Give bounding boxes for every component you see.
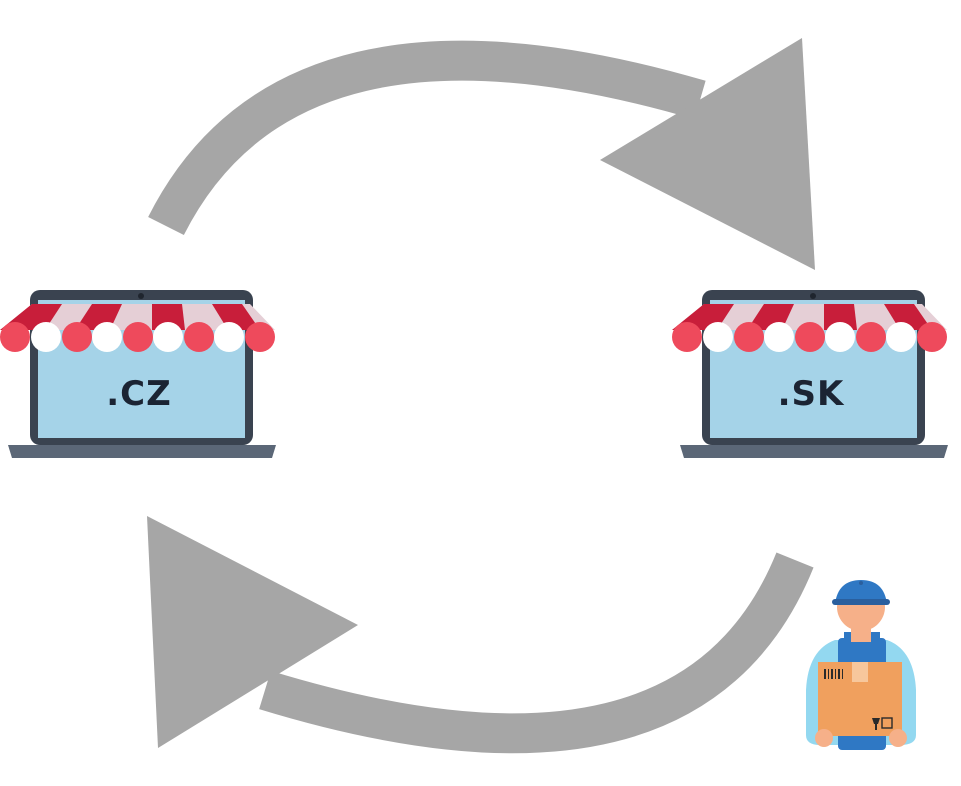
shop-label-sk: .SK: [778, 374, 845, 414]
cycle-arrow-bottom-icon: [147, 516, 814, 754]
storefront-laptop-icon: [0, 290, 276, 458]
storefront-laptop-cz: .CZ: [0, 290, 276, 458]
storefront-laptop-sk: .SK: [672, 290, 948, 458]
cycle-arrow-top-icon: [148, 38, 815, 270]
storefront-laptop-icon: [672, 290, 948, 458]
courier-with-package-icon: [806, 580, 916, 750]
shop-label-cz: .CZ: [106, 374, 172, 414]
